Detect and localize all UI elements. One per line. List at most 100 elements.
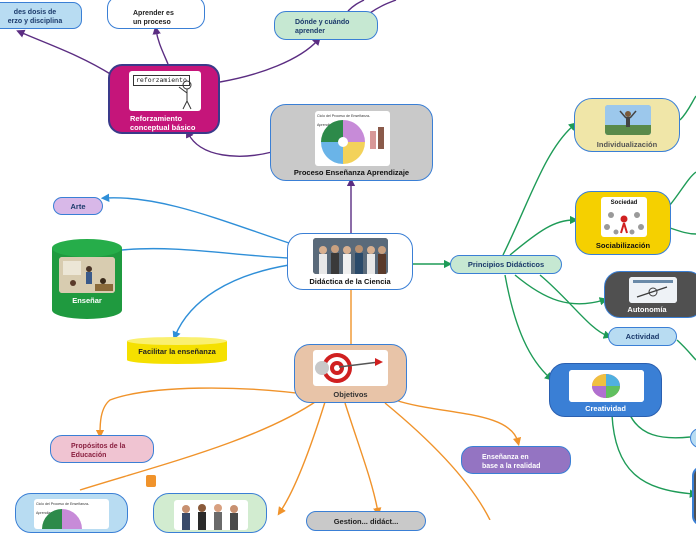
actividad-label: Actividad	[625, 332, 660, 341]
node-ensenanza-realidad[interactable]: Enseñanza en base a la realidad	[461, 446, 571, 474]
node-dosis[interactable]: des dosis de erzo y disciplina	[0, 2, 82, 29]
didactica-label: Didáctica de la Ciencia	[309, 277, 391, 286]
cycle-chart-icon	[42, 509, 82, 529]
compass-icon	[629, 277, 677, 303]
stick-figure-icon	[178, 80, 192, 110]
link-individualizacion-right	[679, 95, 696, 121]
socializacion-image-caption: Sociedad	[610, 200, 638, 206]
realidad-line1: Enseñanza en	[482, 454, 529, 461]
bottom-cycle-image: Ciclo del Proceso de Enseñanza-Aprendiza…	[34, 499, 109, 529]
link-actividad-right	[676, 339, 696, 361]
target-icon	[315, 353, 383, 383]
link-donde-up1	[347, 0, 365, 12]
node-individualizacion[interactable]: Individualización	[574, 98, 680, 152]
principios-label: Principios Didácticos	[467, 260, 545, 269]
reforzamiento-line2: conceptual básico	[130, 123, 196, 132]
node-partial-right-2[interactable]	[692, 466, 696, 526]
link-principios-actividad	[539, 274, 612, 339]
bottom-people-image	[174, 500, 248, 530]
node-ensenar[interactable]: Enseñar	[51, 238, 123, 320]
node-dosis-line2: erzo y disciplina	[7, 18, 63, 25]
bottom-gestion-label: Gestion... didáct...	[333, 517, 399, 526]
node-actividad[interactable]: Actividad	[608, 327, 677, 346]
link-principios-socializacion	[509, 215, 579, 256]
connector-layer	[16, 0, 696, 520]
node-donde-cuando[interactable]: Dónde y cuándo aprender	[274, 11, 378, 40]
autonomia-label: Autonomía	[627, 305, 667, 314]
people-network-icon	[604, 212, 644, 235]
link-objetivos-bottom-mid	[277, 401, 326, 516]
proceso-ea-label: Proceso Enseñanza Aprendizaje	[293, 168, 410, 177]
didactica-image	[313, 238, 388, 274]
node-autonomia[interactable]: Autonomía	[604, 271, 696, 318]
link-objetivos-far-right	[384, 402, 491, 520]
link-didactica-arte	[100, 193, 290, 244]
link-objetivos-bottom-right	[344, 402, 382, 517]
node-principios[interactable]: Principios Didácticos	[450, 255, 562, 274]
node-objetivos[interactable]: Objetivos	[294, 344, 407, 403]
node-aprender-proceso[interactable]: Aprender es un proceso	[107, 0, 205, 29]
proceso-ea-image-title: Ciclo del Proceso de Enseñanza-Aprendiza…	[317, 114, 371, 127]
cycle-chart-icon	[321, 120, 384, 164]
node-facilitar[interactable]: Facilitar la enseñanza	[126, 337, 228, 365]
creatividad-image	[569, 370, 644, 402]
socializacion-image: Sociedad	[601, 197, 647, 237]
reforzamiento-line1: Reforzamiento	[130, 114, 183, 123]
reforzamiento-image-caption: reforzamiento	[133, 75, 190, 86]
node-bottom-cycle[interactable]: Ciclo del Proceso de Enseñanza-Aprendiza…	[15, 493, 128, 533]
propositos-line1: Propósitos de la	[71, 443, 126, 450]
link-donde-up2	[369, 0, 397, 14]
link-reforzamiento-dosis	[16, 29, 113, 76]
node-bottom-gestion[interactable]: Gestion... didáct...	[306, 511, 426, 531]
individualizacion-image	[605, 105, 651, 135]
link-socializacion-right1	[669, 171, 696, 206]
socializacion-label: Sociabilización	[595, 241, 651, 250]
node-donde-line1: Dónde y cuándo	[295, 19, 350, 26]
ensenar-label: Enseñar	[72, 296, 102, 305]
facilitar-label: Facilitar la enseñanza	[138, 347, 216, 356]
person-outdoor-icon	[605, 105, 651, 135]
bottom-cycle-image-title: Ciclo del Proceso de Enseñanza-Aprendiza…	[36, 502, 90, 515]
node-arte[interactable]: Arte	[53, 197, 103, 215]
link-objetivos-propositos	[95, 387, 313, 439]
node-didactica[interactable]: Didáctica de la Ciencia	[287, 233, 413, 290]
node-aprender-line1: Aprender es	[133, 10, 174, 17]
proceso-ea-image: Ciclo del Proceso de Enseñanza-Aprendiza…	[315, 111, 390, 166]
realidad-line2: base a la realidad	[482, 463, 541, 470]
link-creatividad-right2	[611, 414, 696, 498]
link-objetivos-bottom-left	[79, 399, 319, 491]
node-bottom-people[interactable]	[153, 493, 267, 533]
node-proceso-ea[interactable]: Ciclo del Proceso de Enseñanza-Aprendiza…	[270, 104, 433, 181]
node-creatividad[interactable]: Creatividad	[549, 363, 662, 417]
link-reforzamiento-aprender	[152, 25, 169, 65]
link-didactica-ensenar	[121, 247, 289, 259]
creatividad-label: Creatividad	[585, 404, 626, 413]
collapse-toggle-icon[interactable]	[146, 475, 156, 487]
node-dosis-line1: des dosis de	[13, 9, 57, 16]
node-reforzamiento[interactable]: reforzamiento Reforzamiento conceptual b…	[108, 64, 220, 134]
node-socializacion[interactable]: Sociedad Sociabilización	[575, 191, 671, 255]
objetivos-image	[313, 350, 388, 386]
classroom-icon	[59, 257, 115, 293]
propositos-line2: Educación	[71, 452, 107, 459]
node-donde-line2: aprender	[295, 28, 325, 35]
ensenar-image	[59, 257, 115, 293]
node-aprender-line2: un proceso	[133, 19, 171, 26]
objetivos-label: Objetivos	[333, 390, 368, 399]
autonomia-image	[629, 277, 677, 303]
individualizacion-label: Individualización	[596, 140, 658, 149]
people-group-icon	[182, 504, 238, 530]
link-principios-individualizacion	[502, 122, 578, 256]
link-objetivos-realidad	[394, 399, 522, 447]
link-creatividad-right1	[629, 414, 691, 439]
link-reforzamiento-donde	[219, 36, 321, 83]
link-principios-autonomia	[514, 274, 609, 306]
reforzamiento-image: reforzamiento	[129, 71, 201, 111]
link-socializacion-right2	[669, 227, 696, 235]
yellow-cylinder-shape	[127, 337, 227, 364]
link-principios-creatividad	[504, 274, 554, 381]
brain-icon	[569, 370, 644, 402]
node-propositos[interactable]: Propósitos de la Educación	[50, 435, 154, 463]
link-didactica-facilitar	[172, 264, 290, 340]
arte-label: Arte	[70, 201, 86, 211]
